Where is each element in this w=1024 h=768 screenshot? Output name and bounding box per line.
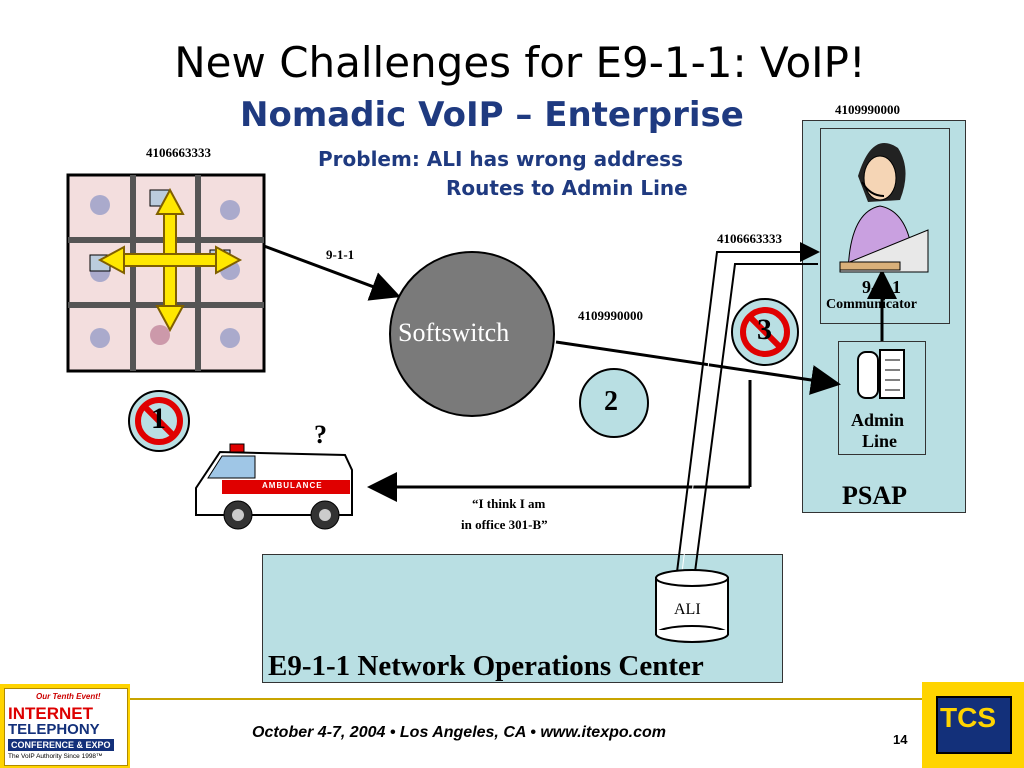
logo-telephony: TELEPHONY xyxy=(8,721,100,738)
quote-line-2: in office 301-B” xyxy=(461,517,548,532)
step-1-blocked-icon xyxy=(128,390,190,452)
softswitch-out-number-label: 4109990000 xyxy=(578,308,643,323)
logo-authority: The VoIP Authority Since 1998™ xyxy=(8,753,103,760)
page-number: 14 xyxy=(893,732,908,747)
problem-routing-note: Routes to Admin Line xyxy=(446,176,688,200)
ali-label: ALI xyxy=(674,601,701,618)
phone-icon xyxy=(857,349,905,399)
question-mark: ? xyxy=(314,420,327,449)
step-1-label: 1 xyxy=(151,402,166,435)
slide-subtitle: Nomadic VoIP – Enterprise xyxy=(240,95,744,135)
psap-number-label: 4109990000 xyxy=(835,102,900,117)
tcs-logo: TCS xyxy=(922,682,1024,768)
noc-label: E9-1-1 Network Operations Center xyxy=(268,650,704,682)
ali-out-number-label: 4106663333 xyxy=(717,231,782,246)
office-number-label: 4106663333 xyxy=(146,145,211,160)
slide-title: New Challenges for E9-1-1: VoIP! xyxy=(174,38,866,87)
step-2-marker xyxy=(579,368,649,438)
footer-divider xyxy=(0,698,1024,700)
psap-label: PSAP xyxy=(842,481,907,510)
itexpo-logo: Our Tenth Event! INTERNET TELEPHONY CONF… xyxy=(0,684,130,768)
ali-database-icon xyxy=(655,569,729,643)
step-3-label: 3 xyxy=(757,313,772,346)
line-label: Line xyxy=(862,431,898,451)
communicator-label: Communicator xyxy=(826,297,917,312)
step-3-blocked-icon xyxy=(731,298,799,366)
move-arrows-icon xyxy=(97,187,243,333)
operator-icon xyxy=(839,142,929,273)
communicator-label-911: 9-1-1 xyxy=(862,277,901,297)
step-2-label: 2 xyxy=(604,386,618,417)
problem-statement: Problem: ALI has wrong address xyxy=(318,147,683,171)
logo-conference: CONFERENCE & EXPO xyxy=(8,739,114,751)
dial-911-label: 9-1-1 xyxy=(326,247,355,262)
logo-internet: INTERNET xyxy=(8,704,93,723)
admin-label: Admin xyxy=(851,410,905,430)
ambulance-text: AMBULANCE xyxy=(262,481,323,490)
ambulance-icon xyxy=(195,443,353,530)
event-info: October 4-7, 2004 • Los Angeles, CA • ww… xyxy=(252,724,666,741)
quote-line-1: “I think I am xyxy=(472,496,546,511)
logo-tagline: Our Tenth Event! xyxy=(36,692,101,701)
softswitch-label: Softswitch xyxy=(398,318,510,347)
tcs-logo-text: TCS xyxy=(940,702,996,733)
softswitch-node xyxy=(389,251,555,417)
